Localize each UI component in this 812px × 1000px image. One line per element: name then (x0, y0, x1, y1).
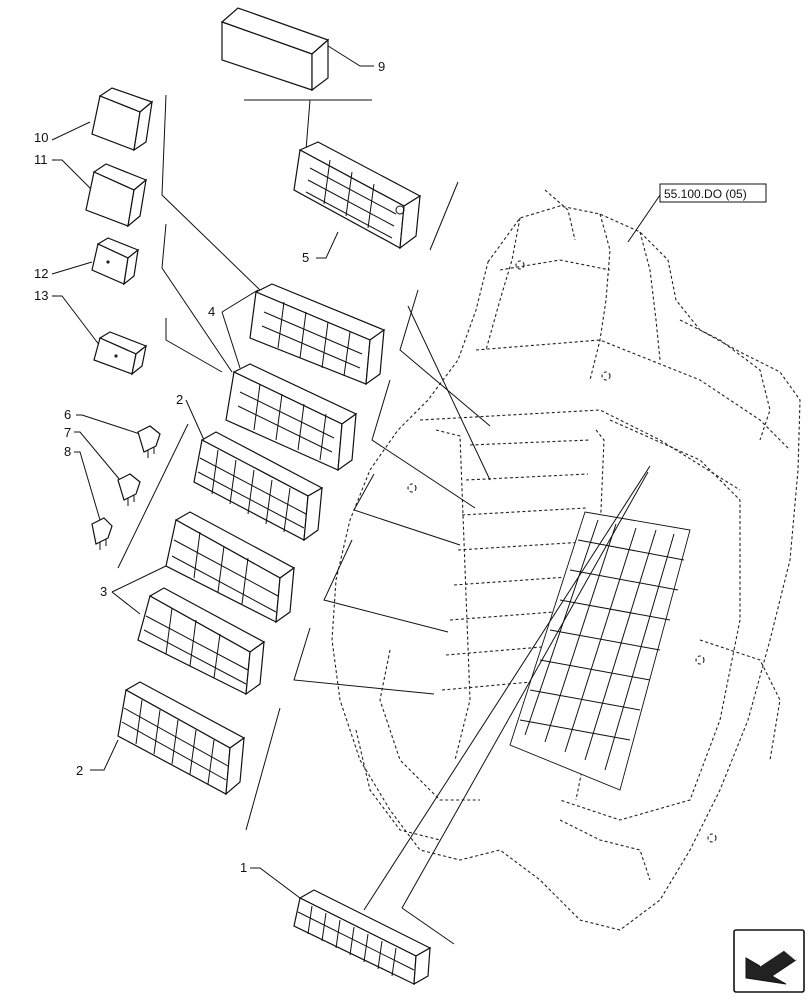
callout-1: 1 (240, 860, 247, 875)
relay-holder-3-lower (137, 587, 266, 696)
callout-labels: 9 10 11 12 13 5 4 2 6 7 8 4 3 2 1 (34, 59, 385, 875)
blade-fuse-6 (137, 425, 161, 458)
callout-2-lower: 2 (76, 763, 83, 778)
callout-9: 9 (378, 59, 385, 74)
cover-box-part (220, 7, 330, 92)
arrow-back-icon[interactable] (733, 929, 805, 993)
fuse-holder-2-lower (117, 681, 246, 796)
callout-4: 4 (208, 304, 215, 319)
callout-8: 8 (64, 444, 71, 459)
relay-holder-3-upper (165, 511, 296, 624)
relay-cube-large-1 (91, 87, 154, 152)
callout-6: 6 (64, 407, 71, 422)
callout-12: 12 (34, 266, 48, 281)
fuse-strip-1 (293, 889, 432, 986)
callout-7: 7 (64, 425, 71, 440)
relay-cube-large-2 (85, 163, 148, 228)
callout-2-upper: 2 (176, 392, 183, 407)
blade-fuse-8 (91, 517, 113, 550)
relay-block-5 (293, 141, 422, 250)
callout-13: 13 (34, 288, 48, 303)
fuse-holder-2-upper (193, 431, 324, 542)
panel-housing-outline (331, 189, 801, 931)
relay-small-2 (93, 331, 148, 376)
installed-fuse-grid (509, 511, 691, 791)
callout-5: 5 (302, 250, 309, 265)
reference-box[interactable]: 55.100.DO (05) (659, 183, 767, 203)
leader-lines (51, 43, 661, 945)
reference-label: 55.100.DO (05) (664, 187, 747, 201)
relay-holder-4-upper (249, 283, 386, 386)
callout-3-label: 3 (100, 584, 107, 599)
relay-small-1 (91, 237, 140, 286)
relay-holder-4-lower (225, 363, 358, 472)
callout-11: 11 (34, 152, 48, 167)
blade-fuse-7 (117, 473, 141, 506)
callout-10: 10 (34, 130, 48, 145)
